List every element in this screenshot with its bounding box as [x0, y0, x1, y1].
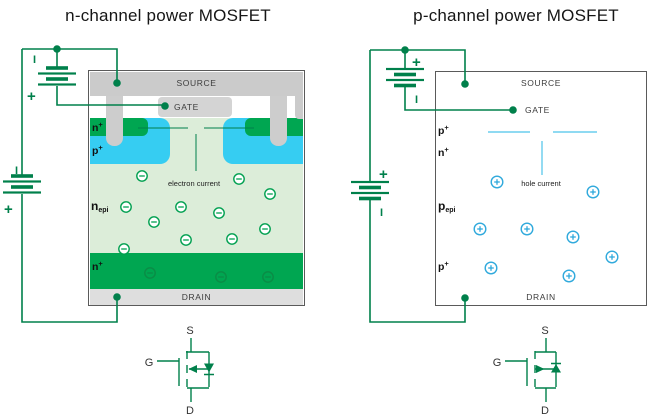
battery-terminal-label: + — [379, 166, 388, 183]
nmos-gate-electrode — [158, 97, 232, 117]
battery-terminal-label: + — [4, 201, 13, 218]
pmos-symbol-gate-label: G — [493, 357, 502, 369]
pmos-title: p-channel power MOSFET — [413, 6, 619, 25]
nmos-pplus-label: p+ — [92, 143, 103, 157]
pmos-symbol: S G D — [493, 325, 561, 417]
nmos-epi-label: nepi — [91, 199, 109, 214]
pmos-body-diode — [551, 364, 561, 373]
nmos-source-contact-plug-right — [270, 96, 287, 146]
electron-current-label: electron current — [167, 179, 221, 188]
terminal-dot — [401, 46, 409, 54]
nmos-source-label: SOURCE — [176, 78, 217, 88]
nmos-symbol-drain-label: D — [186, 405, 194, 417]
pmos-body-arrow — [536, 365, 545, 373]
battery-plate — [386, 78, 424, 82]
nmos-body-arrow — [188, 365, 197, 373]
battery-terminal-label: + — [27, 88, 36, 105]
nmos-source-contact-plug-left — [106, 96, 123, 146]
battery-terminal-label: I — [415, 94, 418, 106]
pmos-symbol-drain-label: D — [541, 405, 549, 417]
battery-terminal-label: + — [412, 54, 421, 71]
nmos-substrate-label: n+ — [92, 259, 103, 273]
battery-plate — [359, 196, 381, 201]
nmos-substrate-region — [90, 253, 303, 289]
battery-plate — [394, 72, 416, 77]
battery-plate — [46, 66, 68, 70]
battery-terminal-label: I — [15, 165, 18, 177]
pmos-substrate-label: p+ — [438, 259, 449, 273]
battery-plate — [38, 72, 76, 75]
nmos-source-metal-edge — [295, 96, 303, 119]
battery-plate — [3, 180, 41, 183]
battery-plate — [359, 185, 381, 190]
pmos-nplus-label: n+ — [438, 145, 449, 159]
nmos-symbol-source-label: S — [186, 325, 193, 337]
battery-plate — [11, 185, 33, 189]
pmos-epi-label: pepi — [438, 199, 456, 214]
battery-terminal-label: I — [380, 207, 383, 219]
nmos-body-diode — [204, 363, 214, 373]
battery-plate — [11, 174, 33, 178]
battery-plate — [386, 67, 424, 71]
nmos-drain-metal: DRAIN — [90, 289, 303, 305]
pmos-symbol-source-label: S — [541, 325, 548, 337]
nmos-gate-label: GATE — [174, 102, 199, 112]
pmos-source-label: SOURCE — [521, 78, 561, 88]
battery-plate — [394, 83, 416, 88]
battery-plate — [3, 191, 41, 194]
battery-plate — [351, 191, 389, 195]
pmos-drain-label: DRAIN — [526, 292, 556, 302]
terminal-dot — [53, 45, 61, 53]
pmos-pplus-label: p+ — [438, 123, 449, 137]
battery-plate — [38, 83, 76, 86]
nmos-symbol: S G D — [145, 325, 214, 417]
nmos-symbol-gate-label: G — [145, 357, 154, 369]
battery-plate — [351, 180, 389, 184]
hole-current-label: hole current — [521, 179, 561, 188]
battery-terminal-label: I — [33, 54, 36, 66]
nmos-nplus-label: n+ — [92, 120, 103, 134]
nmos-drain-label: DRAIN — [181, 292, 212, 302]
nmos-title: n-channel power MOSFET — [65, 6, 271, 25]
pmos-gate-label: GATE — [525, 105, 550, 115]
battery-plate — [46, 77, 68, 81]
